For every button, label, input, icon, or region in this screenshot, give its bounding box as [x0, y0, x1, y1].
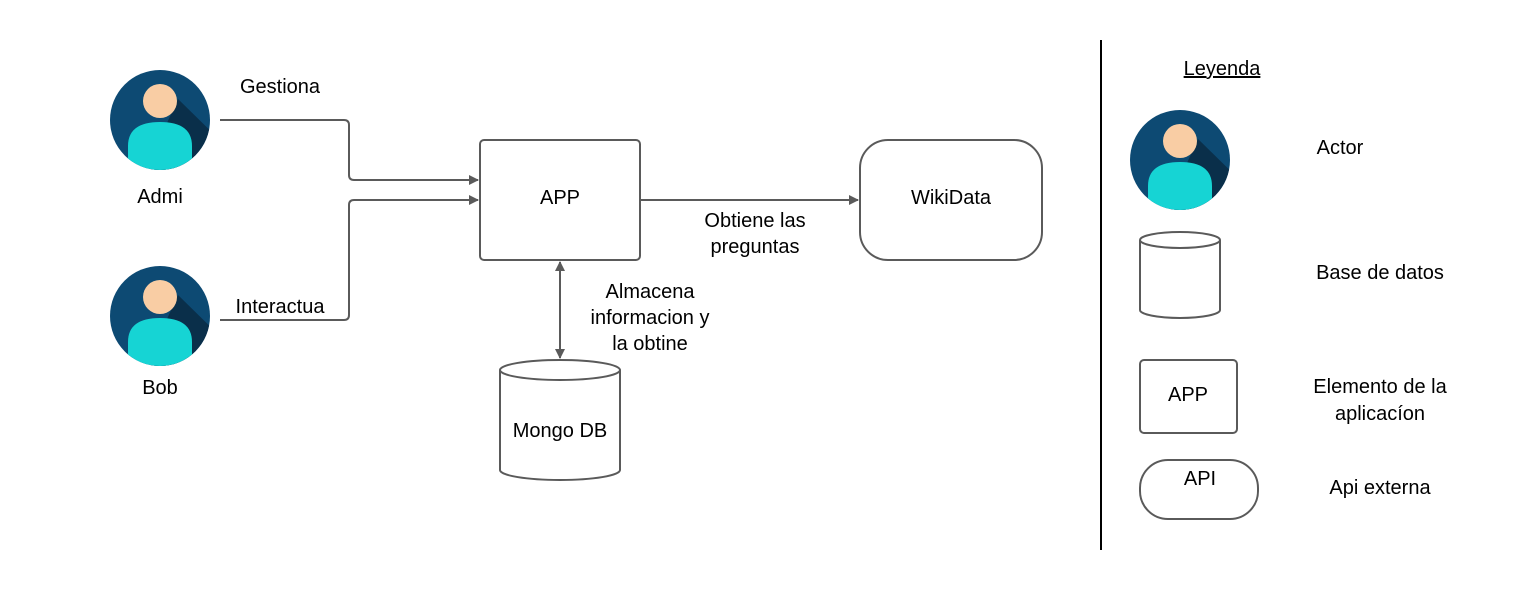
actor-user-icon	[110, 266, 210, 366]
legend-app-box	[1139, 359, 1238, 434]
legend-app-label-line2: aplicacíon	[1335, 403, 1425, 425]
mongodb-node	[499, 359, 621, 481]
mongodb-node-label: Mongo DB	[513, 420, 608, 442]
wikidata-node-label: WikiData	[911, 187, 992, 209]
legend-api-box-label: API	[1184, 468, 1216, 490]
actor-admin-label: Admi	[137, 186, 183, 208]
edge-wikidata-label-line2: preguntas	[711, 236, 800, 258]
edge-mongodb-label-line2: informacion y	[591, 307, 710, 329]
app-node	[479, 139, 641, 261]
legend-title: Leyenda	[1184, 58, 1262, 80]
legend-actor-icon	[1130, 110, 1230, 210]
edge-user-to-app	[220, 195, 479, 321]
edge-wikidata-label-line1: Obtiene las	[704, 210, 805, 232]
edge-admin-label: Gestiona	[240, 76, 321, 98]
actor-user-label: Bob	[142, 377, 178, 399]
edge-mongodb-label-line3: la obtine	[612, 333, 688, 355]
edge-admin-to-app	[220, 119, 479, 185]
actor-admin-icon	[110, 70, 210, 170]
edge-mongodb-label-line1: Almacena	[606, 281, 696, 303]
legend-app-box-label: APP	[1168, 384, 1208, 406]
legend-api-label: Api externa	[1329, 477, 1431, 499]
legend-database-icon	[1139, 231, 1221, 319]
app-node-label: APP	[540, 187, 580, 209]
wikidata-node	[859, 139, 1043, 261]
legend-app-label-line1: Elemento de la	[1313, 376, 1447, 398]
legend-api-box	[1139, 459, 1259, 520]
legend-database-label: Base de datos	[1316, 262, 1444, 284]
legend-actor-label: Actor	[1317, 137, 1364, 159]
edge-user-label: Interactua	[236, 296, 326, 318]
